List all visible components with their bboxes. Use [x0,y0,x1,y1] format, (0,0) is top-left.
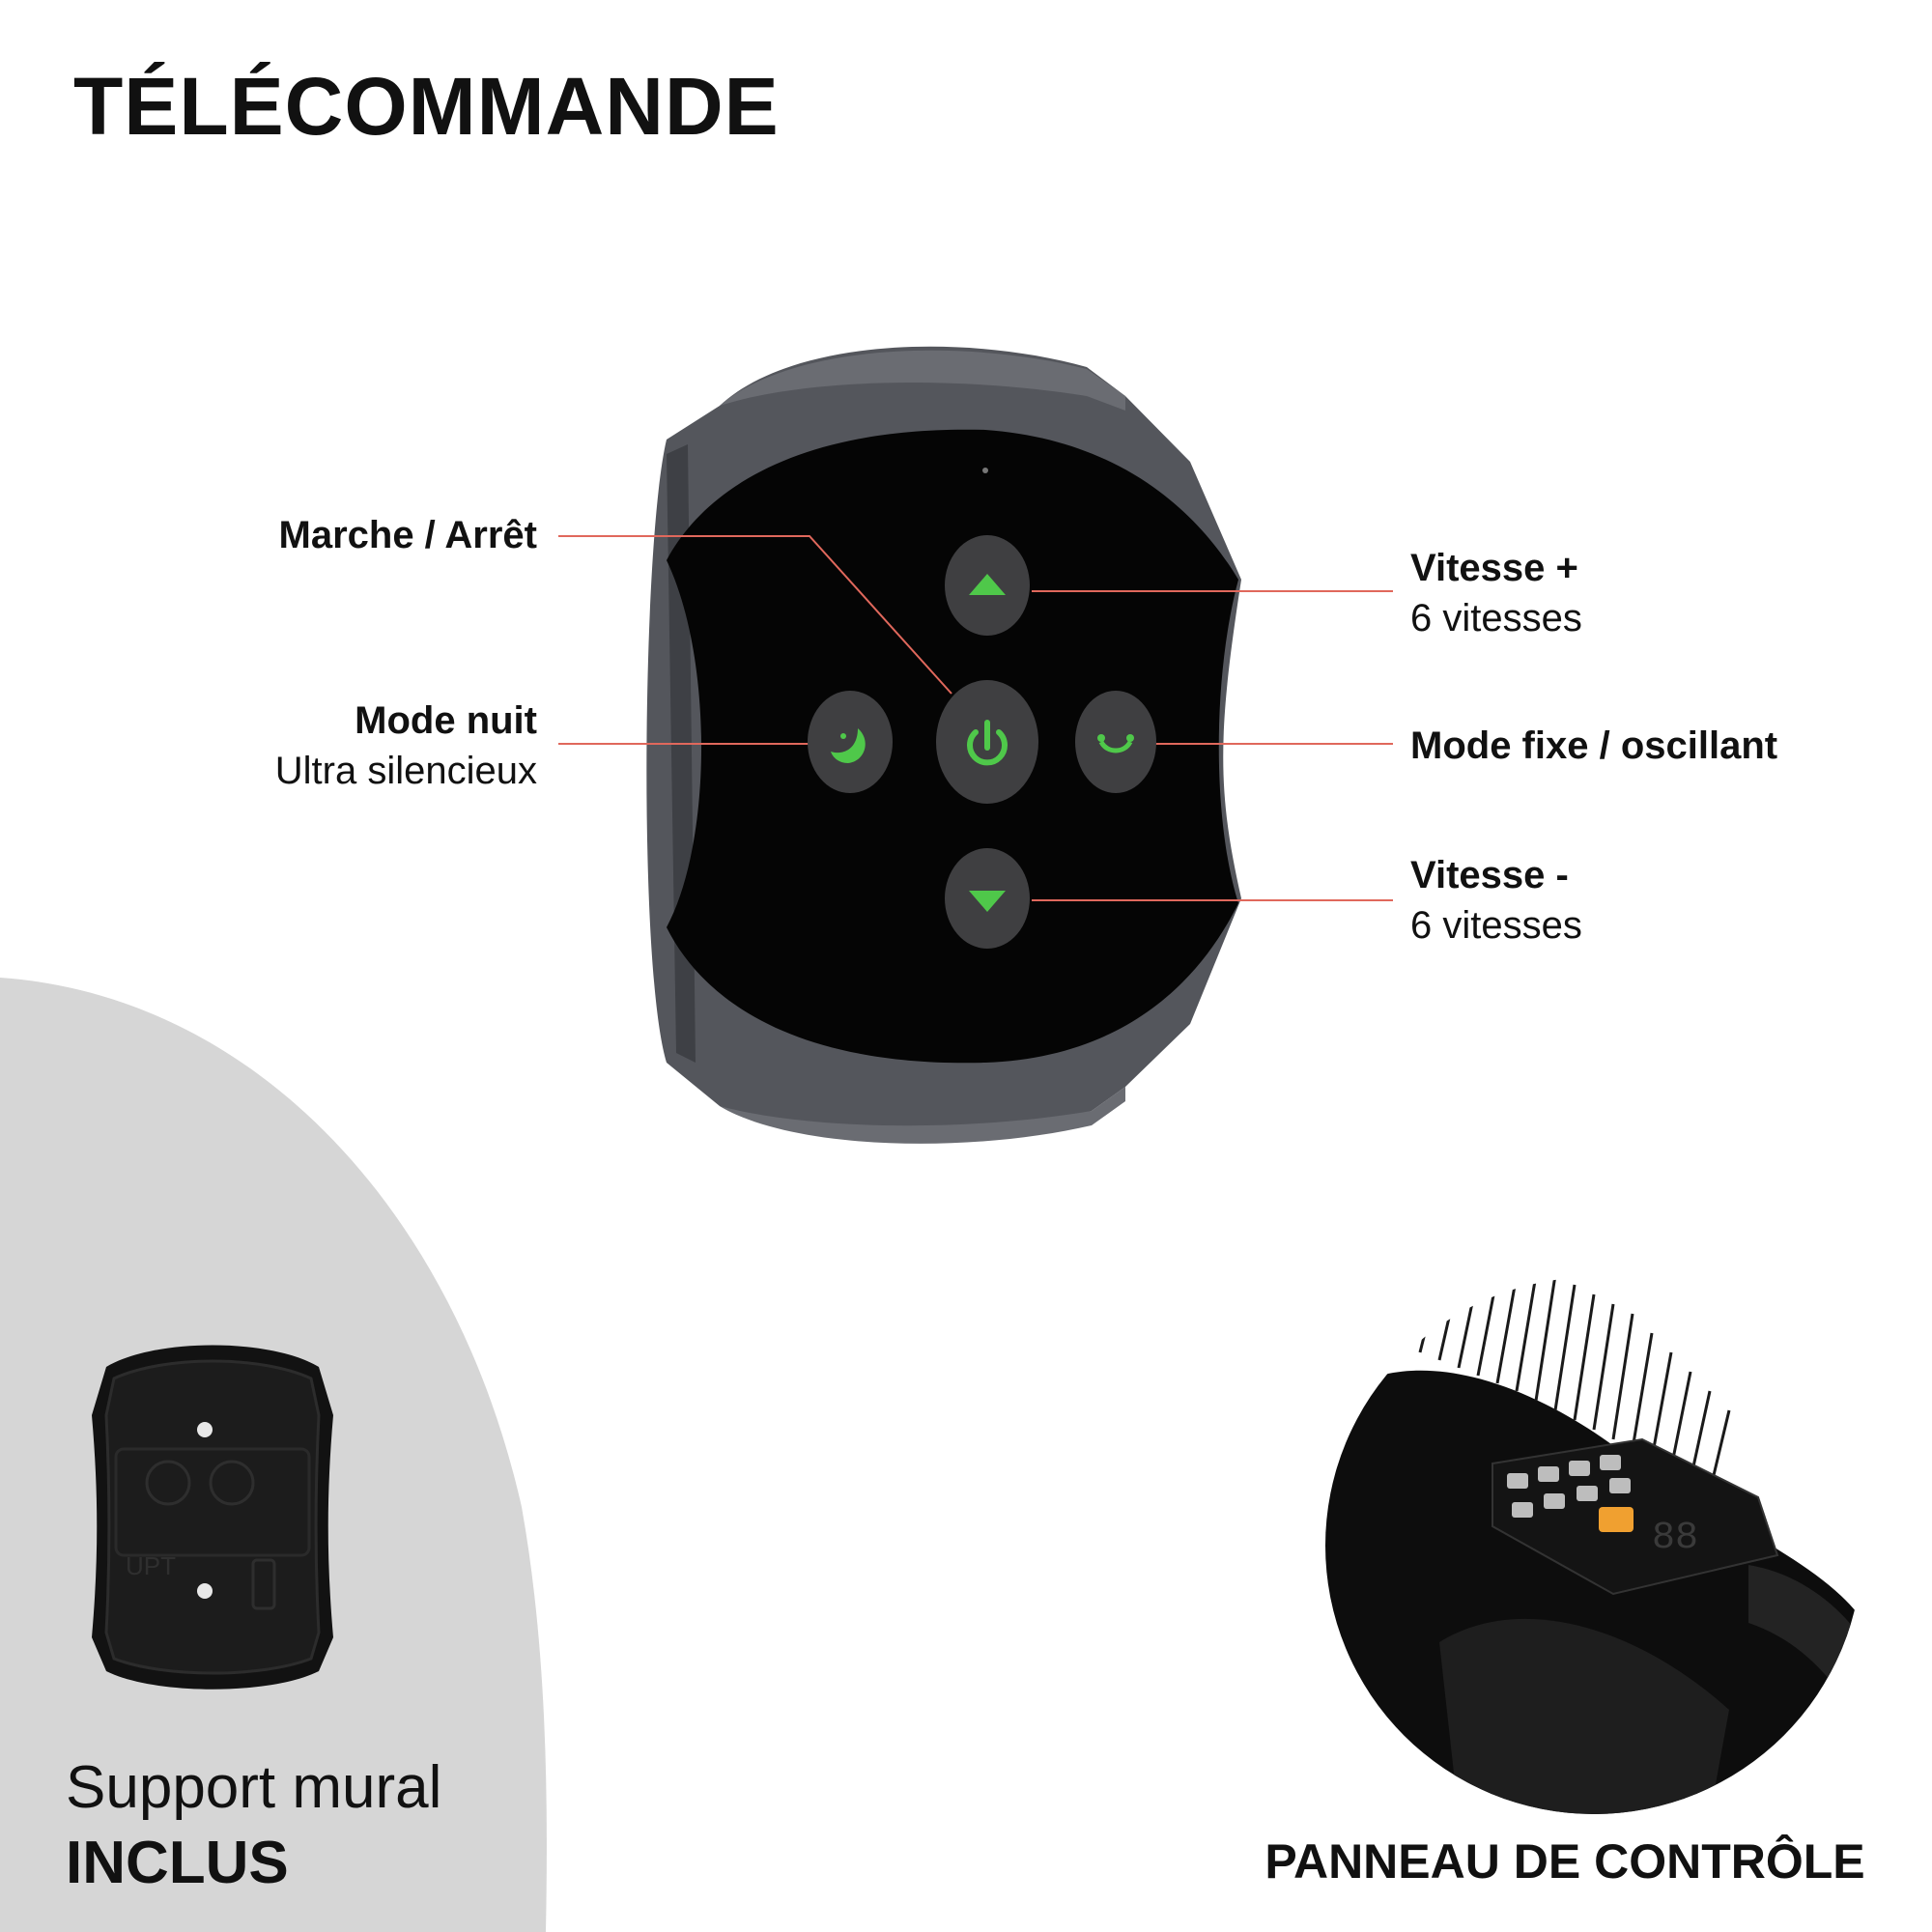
wall-mount-embossed-text: UPT [126,1551,176,1580]
oscillation-button[interactable] [1075,691,1156,793]
power-button[interactable] [936,680,1038,804]
label-speed-down-subtitle: 6 vitesses [1410,904,1582,947]
label-speed-down: Vitesse - 6 vitesses [1410,850,1582,951]
wall-mount-caption-line2: INCLUS [66,1830,289,1896]
control-panel-caption: PANNEAU DE CONTRÔLE [1264,1834,1865,1889]
label-power: Marche / Arrêt [279,510,538,560]
wall-mount-caption-line1: Support mural [66,1754,442,1821]
oscillation-icon [1097,734,1134,753]
label-speed-up: Vitesse + 6 vitesses [1410,543,1582,643]
wall-mount-caption: Support mural INCLUS [66,1750,441,1901]
page-title: TÉLÉCOMMANDE [73,61,780,152]
moon-icon [831,728,866,763]
night-mode-button[interactable] [808,691,893,793]
leader-lines [558,535,1393,901]
wall-mount-bracket: UPT [92,1345,333,1690]
power-icon [967,720,1008,766]
label-speed-down-title: Vitesse - [1410,854,1569,896]
label-night-title: Mode nuit [355,699,537,742]
speed-up-button[interactable] [945,535,1030,636]
label-oscillation-title: Mode fixe / oscillant [1410,724,1778,767]
triangle-up-icon [969,574,1006,595]
leader-power [558,535,952,695]
label-speed-up-title: Vitesse + [1410,547,1578,589]
control-panel-display: 88 [1652,1517,1698,1560]
label-night-mode: Mode nuit Ultra silencieux [275,696,537,796]
label-oscillation: Mode fixe / oscillant [1410,721,1777,771]
label-power-title: Marche / Arrêt [278,514,538,556]
label-night-subtitle: Ultra silencieux [274,750,537,792]
label-speed-up-subtitle: 6 vitesses [1410,597,1582,639]
triangle-down-icon [969,891,1006,912]
control-panel-image: 88 [1325,1277,1862,1814]
speed-down-button[interactable] [945,848,1030,949]
